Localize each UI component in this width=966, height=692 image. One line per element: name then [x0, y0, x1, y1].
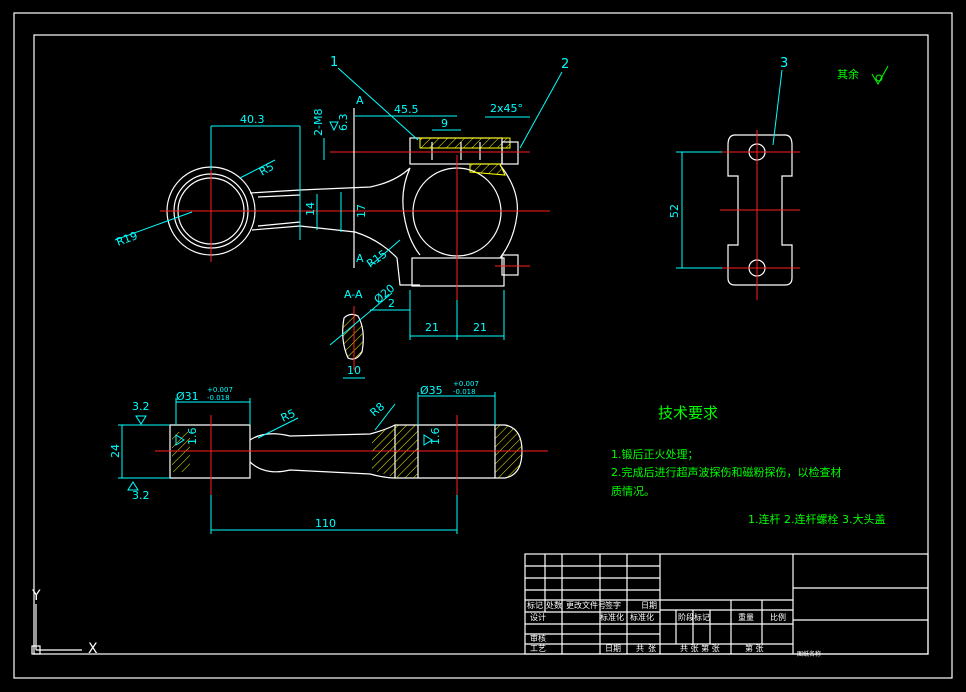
dim-17: 17	[355, 204, 368, 218]
roughness-1-6-right: 1.6	[429, 428, 442, 446]
tb-date2: 日期	[605, 644, 621, 653]
tb-review: 审核	[530, 633, 546, 643]
balloon-3: 3	[780, 56, 788, 71]
tb-bottom-right: 图纸名称	[797, 650, 821, 658]
tb-count: 处数	[546, 600, 562, 610]
dim-r5-bottom: R5	[279, 407, 298, 425]
dim-phi35-lower: -0.018	[453, 388, 476, 396]
roughness-symbol	[871, 65, 889, 85]
dim-r8: R8	[368, 400, 388, 419]
dim-phi31-upper: +0.007	[207, 386, 233, 394]
balloon-2: 2	[561, 57, 569, 72]
tb-docno: 更改文件号	[566, 600, 606, 610]
tech-line-3: 质情况。	[611, 485, 655, 498]
tech-title: 技术要求	[658, 404, 718, 422]
tech-requirements: 技术要求 1.锻后正火处理； 2.完成后进行超声波探伤和磁粉探伤，以检查材 质情…	[611, 404, 885, 526]
roughness-6-3: 6.3	[337, 114, 350, 132]
bottom-shank	[249, 424, 396, 479]
tb-date: 日期	[641, 601, 657, 610]
dim-21-a: 21	[425, 321, 439, 334]
dim-r19: R19	[115, 229, 140, 249]
tb-sheet1: 共	[636, 644, 644, 653]
dim-24: 24	[109, 444, 122, 458]
roughness-1-6-left: 1.6	[186, 428, 199, 446]
dim-110: 110	[315, 517, 336, 530]
tb-sheets: 第 张	[745, 643, 764, 653]
tb-sheet2: 张	[648, 644, 656, 653]
tb-std: 标准化	[600, 612, 624, 622]
dim-phi35: Ø35	[420, 384, 443, 397]
ucs-y: Y	[31, 588, 41, 604]
title-block: 标记 处数 更改文件号 签字 日期 设计 标准化 标准化 阶段标记 重量 比例 …	[524, 553, 929, 658]
bolt-hatch	[419, 137, 511, 149]
tech-line-1: 1.锻后正火处理；	[611, 447, 699, 461]
tb-stage: 阶段标记	[678, 612, 710, 622]
bolt-boss-bottom	[411, 257, 505, 287]
tb-design: 设计	[530, 612, 546, 622]
section-aa: A-A Ø20 2 10	[329, 282, 410, 379]
section-aa-title: A-A	[344, 288, 363, 301]
section-aa-shape	[342, 313, 364, 360]
bolt-hatch-2	[469, 163, 506, 176]
shank-inner	[257, 194, 301, 227]
shank-outline	[249, 167, 420, 286]
dim-10: 10	[347, 364, 361, 377]
section-mark-bottom: A	[356, 252, 364, 265]
roughness-3-2-bottom: 3.2	[132, 489, 150, 502]
side-view: 52 3	[668, 56, 800, 300]
dim-45-5: 45.5	[394, 103, 419, 116]
dim-phi31: Ø31	[176, 390, 199, 403]
section-mark-top: A	[356, 94, 364, 107]
dim-phi31-lower: -0.018	[207, 394, 230, 402]
dim-2: 2	[388, 297, 395, 310]
roughness-other-label: 其余	[837, 67, 859, 81]
balloon-1: 1	[330, 55, 338, 70]
front-view: A A 40.3 45.5 9 2x45° 2-M8 6.3 R5 R19 14…	[115, 55, 569, 340]
tb-process: 工艺	[530, 644, 546, 653]
roughness-3-2-top: 3.2	[132, 400, 150, 413]
tech-line-2: 2.完成后进行超声波探伤和磁粉探伤，以检查材	[611, 465, 842, 479]
dim-thread: 2-M8	[312, 109, 325, 136]
bottom-view: 24 3.2 3.2 Ø31 +0.007 -0.018 Ø35 +0.007 …	[109, 380, 548, 534]
dim-phi35-upper: +0.007	[453, 380, 479, 388]
dim-r5-front: R5	[257, 160, 276, 179]
dim-9: 9	[441, 117, 448, 130]
tb-sign: 签字	[605, 600, 621, 610]
bottom-small-end	[169, 424, 251, 479]
tb-mark: 标记	[527, 600, 543, 610]
bolt-head-bottom	[501, 254, 519, 276]
ucs-icon: Y X	[31, 588, 98, 657]
bolt-head-top	[501, 141, 519, 165]
cap-outline	[727, 134, 793, 286]
big-end-outline	[402, 164, 518, 259]
ucs-x: X	[88, 641, 98, 657]
dim-14: 14	[304, 202, 317, 216]
inner-border	[33, 34, 929, 655]
outer-border	[13, 12, 953, 679]
tb-total: 共 张 第 张	[680, 643, 720, 653]
dim-40-3: 40.3	[240, 113, 265, 126]
dim-52: 52	[668, 204, 681, 218]
dim-chamfer: 2x45°	[490, 102, 523, 115]
dim-21-b: 21	[473, 321, 487, 334]
parts-list: 1.连杆 2.连杆螺栓 3.大头盖	[748, 512, 885, 526]
tb-scale: 比例	[770, 612, 786, 622]
tb-weight: 重量	[738, 612, 754, 622]
tb-std2: 标准化	[630, 612, 654, 622]
dim-r15: R15	[364, 247, 389, 270]
